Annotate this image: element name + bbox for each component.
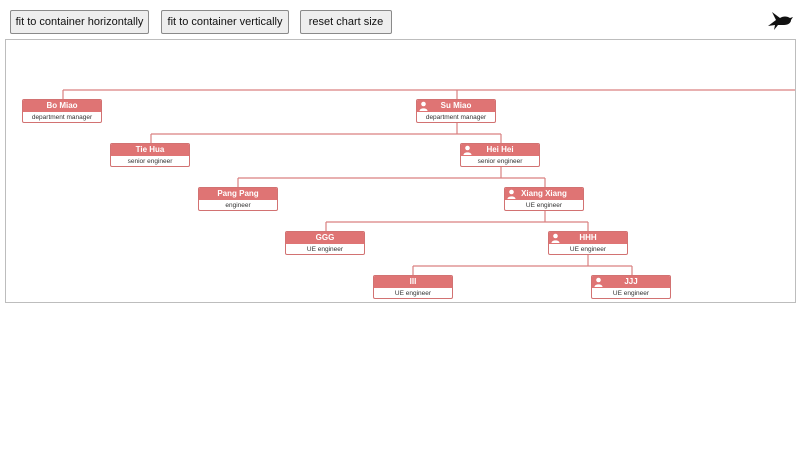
org-node-title: UE engineer — [394, 290, 432, 297]
org-node-xiang-xiang[interactable]: Xiang Xiang UE engineer — [504, 187, 584, 211]
org-node-name: GGG — [286, 232, 364, 244]
org-node-title: UE engineer — [525, 202, 563, 209]
person-icon — [419, 101, 428, 111]
toolbar: fit to container horizontally fit to con… — [0, 0, 800, 40]
org-node-ggg[interactable]: GGG UE engineer — [285, 231, 365, 255]
person-icon — [551, 233, 560, 243]
org-node-title: UE engineer — [569, 246, 607, 253]
org-node-name: III — [374, 276, 452, 288]
fit-vertical-button[interactable]: fit to container vertically — [161, 10, 289, 34]
org-node-name: Tie Hua — [111, 144, 189, 156]
org-node-name: Hei Hei — [486, 145, 514, 154]
org-node-title: department manager — [425, 114, 487, 121]
org-node-iii[interactable]: III UE engineer — [373, 275, 453, 299]
fit-horizontal-button[interactable]: fit to container horizontally — [10, 10, 149, 34]
org-node-title: senior engineer — [477, 158, 523, 165]
org-node-name: Pang Pang — [199, 188, 277, 200]
org-node-pang-pang[interactable]: Pang Pang engineer — [198, 187, 278, 211]
swallow-bird-icon — [766, 8, 794, 32]
org-node-title: senior engineer — [127, 158, 173, 165]
org-node-name: Su Miao — [440, 101, 472, 110]
org-node-name: Bo Miao — [23, 100, 101, 112]
org-chart-container[interactable]: Bo Miao department manager Su Miao depar… — [5, 39, 796, 303]
org-node-tie-hua[interactable]: Tie Hua senior engineer — [110, 143, 190, 167]
person-icon — [594, 277, 603, 287]
org-node-su-miao[interactable]: Su Miao department manager — [416, 99, 496, 123]
person-icon — [463, 145, 472, 155]
org-node-name: HHH — [579, 233, 597, 242]
reset-chart-size-button[interactable]: reset chart size — [300, 10, 392, 34]
org-chart-connectors — [62, 89, 795, 275]
org-node-hei-hei[interactable]: Hei Hei senior engineer — [460, 143, 540, 167]
person-icon — [507, 189, 516, 199]
org-node-title: UE engineer — [306, 246, 344, 253]
org-node-hhh[interactable]: HHH UE engineer — [548, 231, 628, 255]
org-node-jjj[interactable]: JJJ UE engineer — [591, 275, 671, 299]
org-node-bo-miao[interactable]: Bo Miao department manager — [22, 99, 102, 123]
org-node-name: Xiang Xiang — [521, 189, 567, 198]
org-node-title: UE engineer — [612, 290, 650, 297]
org-node-title: engineer — [225, 202, 251, 209]
org-node-name: JJJ — [624, 277, 638, 286]
org-node-title: department manager — [31, 114, 93, 121]
